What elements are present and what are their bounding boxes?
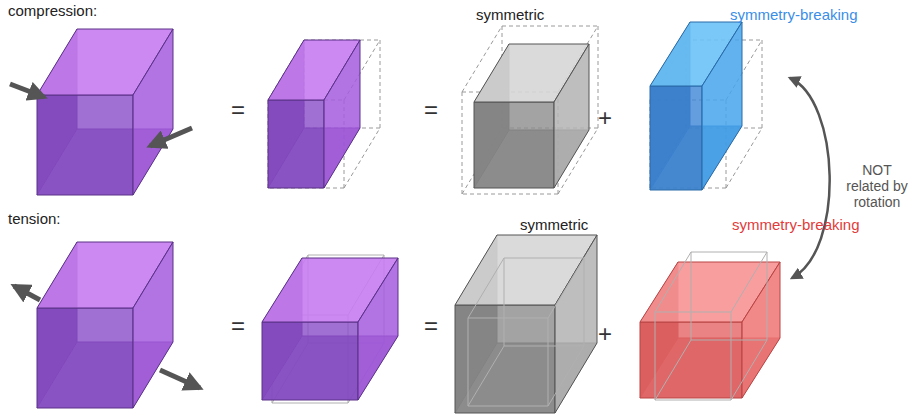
symmetric-part [474, 102, 554, 188]
equals-sign: = [424, 96, 438, 124]
reference-outline [691, 252, 767, 253]
equals-sign: = [424, 312, 438, 340]
compressed-cube [268, 100, 324, 188]
compression-arrow [10, 84, 44, 97]
column-title: symmetric [476, 6, 544, 23]
row-title: tension: [8, 210, 61, 227]
reference-outline [502, 26, 598, 27]
compressed-cube [324, 40, 360, 188]
reference-outline [762, 40, 763, 128]
column-title: symmetric [520, 216, 588, 233]
tension-arrow [160, 370, 200, 388]
stretched-cube [358, 258, 398, 400]
reference-outline [308, 255, 384, 256]
symmetric-part [555, 235, 597, 413]
reference-outline [655, 312, 656, 400]
reference-outline [468, 406, 548, 407]
reference-outline [655, 400, 731, 401]
reference-outline [468, 318, 548, 319]
reference-outline [655, 340, 691, 400]
reference-outline [731, 252, 767, 312]
reference-outline [731, 340, 767, 400]
equals-sign: = [231, 96, 245, 124]
reference-outline [584, 258, 585, 346]
reference-outline [731, 312, 732, 400]
reference-outline [462, 92, 463, 194]
reference-outline [548, 258, 584, 318]
compression-arrow [150, 128, 192, 146]
rotation-note: NOT related by rotation [840, 162, 914, 210]
reference-outline [691, 340, 767, 341]
reference-outline [504, 258, 505, 346]
symmetric-part [554, 44, 589, 188]
reference-outline [655, 252, 691, 312]
cube [37, 308, 133, 408]
reference-outline [468, 318, 469, 406]
reference-outline [655, 312, 731, 313]
cube [133, 29, 173, 195]
cube [133, 242, 173, 408]
symmetry-breaking-part [702, 22, 742, 190]
row-title: compression: [8, 2, 97, 19]
equals-sign: = [231, 312, 245, 340]
plus-sign: + [598, 104, 612, 132]
reference-outline [468, 346, 504, 406]
reference-outline [691, 252, 692, 340]
cube [37, 95, 133, 195]
symmetric-part [455, 305, 555, 413]
tension-arrow [14, 286, 40, 300]
column-title: symmetry-breaking [730, 6, 858, 23]
reference-outline [548, 318, 549, 406]
reference-outline [468, 258, 504, 318]
comparison-arrow [790, 78, 830, 278]
reference-outline [380, 40, 381, 128]
plus-sign: + [598, 320, 612, 348]
reference-outline [504, 346, 584, 347]
reference-outline [462, 194, 558, 195]
symmetry-breaking-part [650, 86, 702, 190]
reference-outline [504, 258, 584, 259]
reference-outline [272, 403, 348, 404]
symmetry-breaking-part [742, 262, 780, 398]
column-title: symmetry-breaking [732, 216, 860, 233]
reference-outline [767, 252, 768, 340]
reference-outline [548, 346, 584, 406]
stretched-cube [262, 322, 358, 400]
